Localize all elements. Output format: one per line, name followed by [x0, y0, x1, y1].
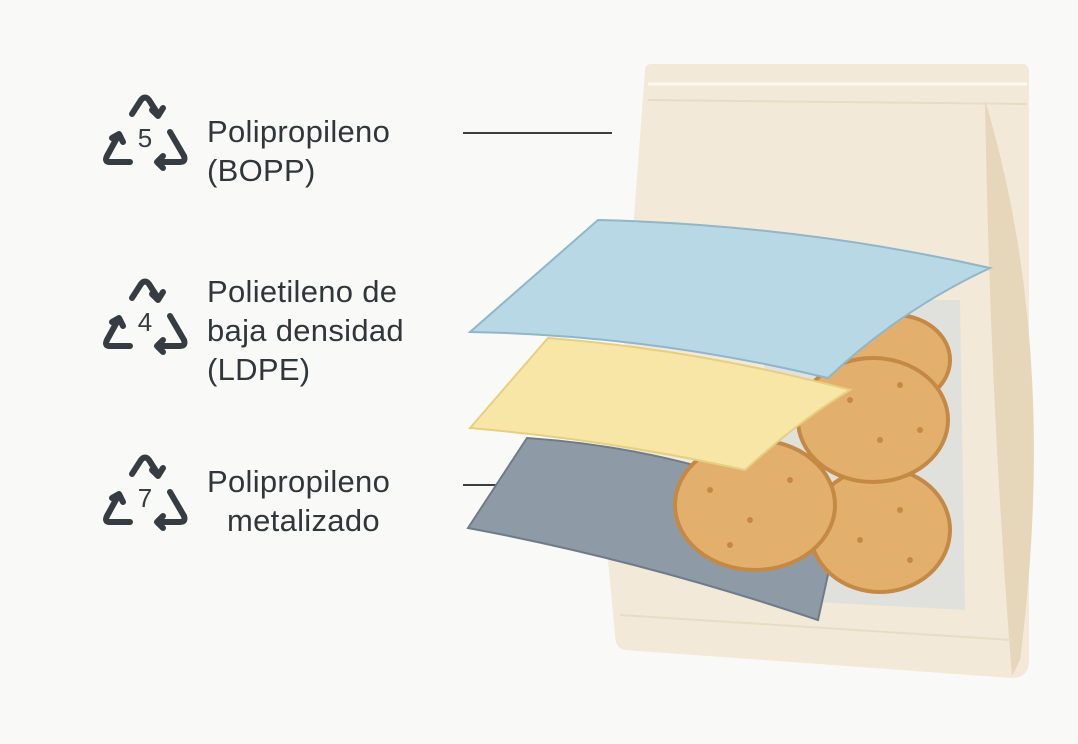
label-metalizado: Polipropileno metalizado [207, 462, 390, 540]
label-bopp-line1: Polipropileno [207, 114, 391, 149]
label-metalizado-line1: Polipropileno [207, 464, 391, 499]
label-bopp: Polipropileno (BOPP) [207, 112, 390, 190]
svg-text:5: 5 [138, 123, 152, 153]
recycle-7-icon: 7 [103, 454, 188, 531]
label-bopp-line2: (BOPP) [207, 153, 316, 188]
layer-bopp [467, 218, 994, 380]
layer-ldpe [467, 336, 853, 472]
recycle-4-icon: 4 [103, 278, 188, 355]
svg-text:7: 7 [138, 483, 152, 513]
label-metalizado-line2: metalizado [227, 503, 380, 538]
label-ldpe: Polietileno de baja densidad (LDPE) [207, 272, 404, 389]
label-ldpe-line1: Polietileno de [207, 274, 398, 309]
label-ldpe-line2: baja densidad [207, 313, 404, 348]
label-ldpe-line3: (LDPE) [207, 352, 311, 387]
recycle-5-icon: 5 [103, 94, 188, 171]
svg-text:4: 4 [138, 307, 152, 337]
